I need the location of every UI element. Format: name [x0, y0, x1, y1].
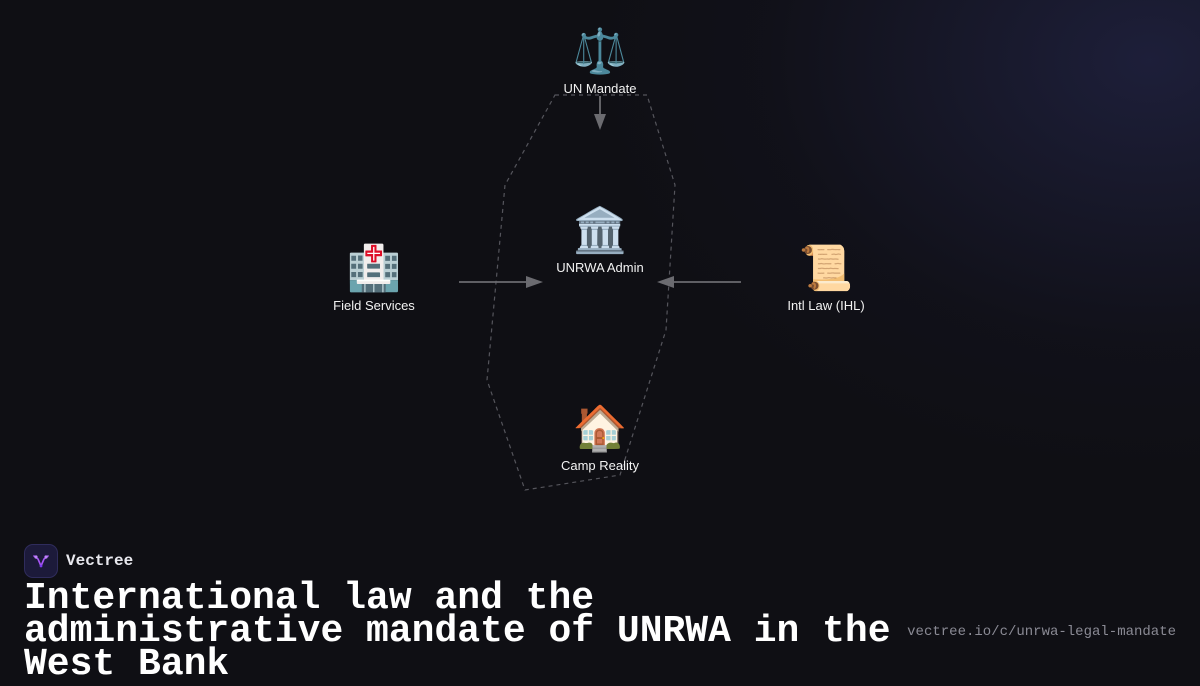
edge-law-to-admin	[657, 276, 741, 288]
node-label: Intl Law (IHL)	[787, 298, 865, 313]
brand[interactable]: Vectree	[24, 544, 133, 578]
hospital-icon: 🏥	[346, 243, 402, 294]
node-camp-reality[interactable]: 🏠 Camp Reality	[520, 403, 680, 474]
balance-scale-icon: ⚖️	[572, 26, 628, 77]
node-label: Field Services	[333, 298, 415, 313]
node-un-mandate[interactable]: ⚖️ UN Mandate	[520, 26, 680, 97]
vectree-logo-icon	[24, 544, 58, 578]
node-label: Camp Reality	[560, 458, 640, 473]
page-title: International law and the administrative…	[24, 577, 891, 686]
source-url[interactable]: vectree.io/c/unrwa-legal-mandate	[907, 624, 1176, 640]
scroll-icon: 📜	[798, 243, 854, 294]
boundary-outline	[486, 94, 676, 491]
classical-building-icon: 🏛️	[572, 205, 628, 256]
house-icon: 🏠	[572, 403, 628, 454]
node-unrwa-admin[interactable]: 🏛️ UNRWA Admin	[520, 205, 680, 276]
brand-name: Vectree	[66, 552, 134, 570]
node-label: UN Mandate	[563, 81, 637, 96]
edge-field-to-admin	[459, 276, 543, 288]
edge-un-to-admin	[594, 96, 606, 130]
node-field-services[interactable]: 🏥 Field Services	[294, 243, 454, 314]
node-label: UNRWA Admin	[556, 260, 644, 275]
node-intl-law[interactable]: 📜 Intl Law (IHL)	[746, 243, 906, 314]
